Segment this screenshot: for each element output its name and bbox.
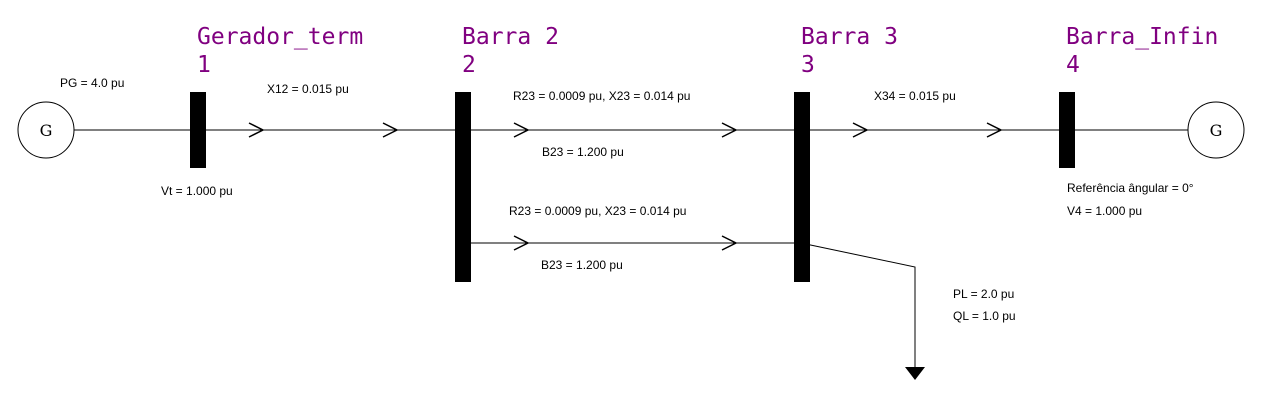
generator-left: G xyxy=(17,101,75,159)
busbar-2 xyxy=(455,92,471,282)
bus-4-number: 4 xyxy=(1066,52,1080,78)
pg-label: PG = 4.0 pu xyxy=(60,76,124,90)
v4-label: V4 = 1.000 pu xyxy=(1067,204,1142,218)
x12-label: X12 = 0.015 pu xyxy=(267,82,349,96)
arrow-23-top-b xyxy=(721,122,738,138)
ql-label: QL = 1.0 pu xyxy=(953,309,1016,323)
reference-angle-label: Referência ângular = 0° xyxy=(1067,181,1194,195)
line23-top-b-label: B23 = 1.200 pu xyxy=(542,145,624,159)
arrow-23-bottom-b xyxy=(721,235,738,251)
busbar-3 xyxy=(794,92,810,282)
arrow-x34-b xyxy=(986,122,1003,138)
arrow-23-bottom-a xyxy=(513,235,530,251)
arrow-23-top-a xyxy=(513,122,530,138)
generator-right: G xyxy=(1187,101,1245,159)
arrow-x12-b xyxy=(382,122,399,138)
line23-top-rx-label: R23 = 0.0009 pu, X23 = 0.014 pu xyxy=(513,89,690,103)
load-arrow-icon xyxy=(905,367,925,380)
load-feeder-line xyxy=(800,242,916,370)
bus-1-number: 1 xyxy=(197,52,211,78)
generator-left-symbol: G xyxy=(40,121,53,140)
pl-label: PL = 2.0 pu xyxy=(953,287,1014,301)
x34-label: X34 = 0.015 pu xyxy=(874,89,956,103)
arrow-x12-a xyxy=(248,122,265,138)
busbar-1 xyxy=(190,92,206,168)
arrow-x34-a xyxy=(852,122,869,138)
line23-bottom-b-label: B23 = 1.200 pu xyxy=(541,258,623,272)
vt-label: Vt = 1.000 pu xyxy=(161,184,233,198)
busbar-4 xyxy=(1059,92,1075,168)
bus-3-name: Barra 3 xyxy=(801,24,898,50)
bus-2-name: Barra 2 xyxy=(462,24,559,50)
bus-1-name: Gerador_term xyxy=(197,24,363,50)
bus-3-number: 3 xyxy=(801,52,815,78)
bus-4-name: Barra_Infin xyxy=(1066,24,1218,50)
generator-right-symbol: G xyxy=(1210,121,1223,140)
bus-2-number: 2 xyxy=(462,52,476,78)
line23-bottom-rx-label: R23 = 0.0009 pu, X23 = 0.014 pu xyxy=(509,204,686,218)
